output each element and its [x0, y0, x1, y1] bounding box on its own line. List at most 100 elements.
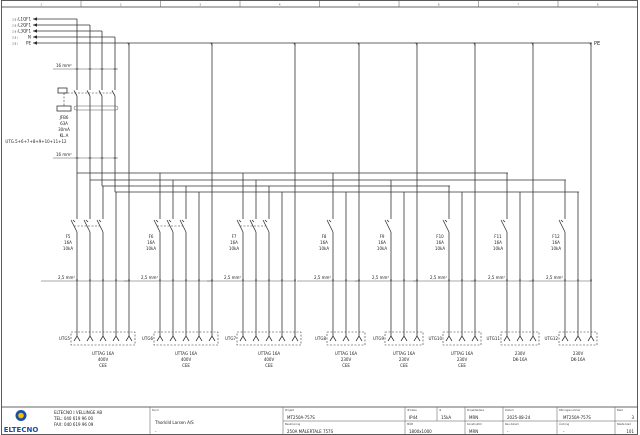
rcd-sensitivity: 30mA [58, 127, 70, 132]
cable-node [403, 279, 405, 281]
socket-pin-icon [329, 333, 337, 342]
cable-node [294, 279, 296, 281]
outlet-box [384, 331, 424, 346]
outlet-id: UTG12 [544, 336, 558, 341]
outlet-description: CEE [342, 363, 350, 368]
breaker-rating: 16A [320, 240, 328, 245]
feed-reference: 2.8 / [12, 36, 18, 40]
socket-pin-icon [574, 333, 582, 342]
outlet-description: 400V [264, 357, 275, 362]
socket-pin-icon [413, 333, 421, 342]
ip: IP44 [409, 415, 418, 420]
outlet-description: CEE [265, 363, 273, 368]
cable-node [474, 279, 476, 281]
breaker-mark [98, 219, 102, 223]
cable-node [519, 279, 521, 281]
outlet-box [236, 331, 302, 346]
column-number: 1 [40, 3, 42, 7]
socket-pin-icon [112, 333, 120, 342]
breaker-contact [442, 219, 450, 233]
change-label: Ändring [559, 421, 569, 426]
breaker-breaking-capacity: 10kA [146, 246, 156, 251]
outlet-description: UTTAG 16A [393, 351, 416, 356]
ik-label: Ik [439, 408, 442, 412]
sheet-number: 3 [631, 415, 634, 420]
socket-pin-icon [86, 333, 94, 342]
outlet-description: 400V [181, 357, 192, 362]
outlet-box [153, 331, 219, 346]
rcd-rating: 63A [60, 121, 68, 126]
project-label: Projekt [285, 408, 294, 412]
socket-pin-icon [125, 333, 133, 342]
outlet-id: UTG8 [315, 336, 326, 341]
breaker-contact [249, 219, 257, 233]
manager: MRN [469, 415, 478, 420]
company-name: ELTECNO I VELLINGE AB [54, 410, 102, 415]
cable-size: 2,5 mm² [372, 275, 389, 280]
socket-pin-icon [458, 333, 466, 342]
cable-node [461, 279, 463, 281]
breaker-contact [500, 219, 508, 233]
socket-pin-icon [182, 333, 190, 342]
main-conductors [53, 19, 119, 192]
breaker-rating: 16A [230, 240, 238, 245]
outlet-description: CEE [99, 363, 107, 368]
breaker-breaking-capacity: 10kA [229, 246, 239, 251]
breaker-id: F7 [232, 234, 237, 239]
cable-node [268, 279, 270, 281]
pe-junction [414, 42, 418, 47]
outlet-description: UTTAG 16A [258, 351, 281, 356]
breaker-rating: 16A [494, 240, 502, 245]
outlet-id: UTG9 [373, 336, 384, 341]
rcd-toroid [73, 105, 119, 111]
pe-end-label: PE [594, 41, 600, 47]
outlet-description: UTTAG 16A [175, 351, 198, 356]
date-label: Datum [505, 408, 514, 412]
outlet-description: 230V [341, 357, 352, 362]
breaker-breaking-capacity: 10kA [435, 246, 445, 251]
socket-pin-icon [516, 333, 524, 342]
ik: 15kA [441, 415, 451, 420]
column-number: 5 [358, 3, 360, 7]
cable-node [211, 279, 213, 281]
cable-node [564, 279, 566, 281]
breaker-contact [326, 219, 334, 233]
feed-reference: 2.8 / [12, 24, 18, 28]
breaker-id: F12 [552, 234, 560, 239]
socket-pin-icon [208, 333, 216, 342]
socket-pin-icon [529, 333, 537, 342]
socket-pin-icon [156, 333, 164, 342]
outlet-description: DK-16A [513, 357, 528, 362]
breaker-id: F5 [66, 234, 71, 239]
cable-node [416, 279, 418, 281]
socket-pin-icon [471, 333, 479, 342]
column-number: 3 [199, 3, 201, 7]
designer-label: Konstruktör [467, 422, 483, 426]
outlet-id: UTG7 [225, 336, 236, 341]
outlet-description: CEE [182, 363, 190, 368]
outlet-id: UTG11 [486, 336, 500, 341]
rev-date: - [507, 429, 509, 434]
breaker-mark [238, 219, 242, 223]
cable-node [172, 279, 174, 281]
cable-node [577, 279, 579, 281]
feed-label: L2QF1 [18, 23, 31, 28]
socket-pin-icon [503, 333, 511, 342]
feed-label: L1QF1 [18, 17, 31, 22]
feed-label: L3QF1 [18, 29, 31, 34]
rcd-feeds: UTG.5+6+7+8+9+10+11+12 [5, 139, 67, 144]
outlet-description: DK-16A [571, 357, 586, 362]
breaker-id: F9 [380, 234, 385, 239]
size-label: Mått [407, 421, 413, 426]
date: 2025-08-24 [507, 415, 531, 420]
breaker-rating: 16A [436, 240, 444, 245]
outlet-id: UTG6 [142, 336, 153, 341]
cable-node [198, 279, 200, 281]
breaker-mark [168, 219, 172, 223]
company-phone: TEL: 040 619 96 00 [53, 416, 94, 421]
